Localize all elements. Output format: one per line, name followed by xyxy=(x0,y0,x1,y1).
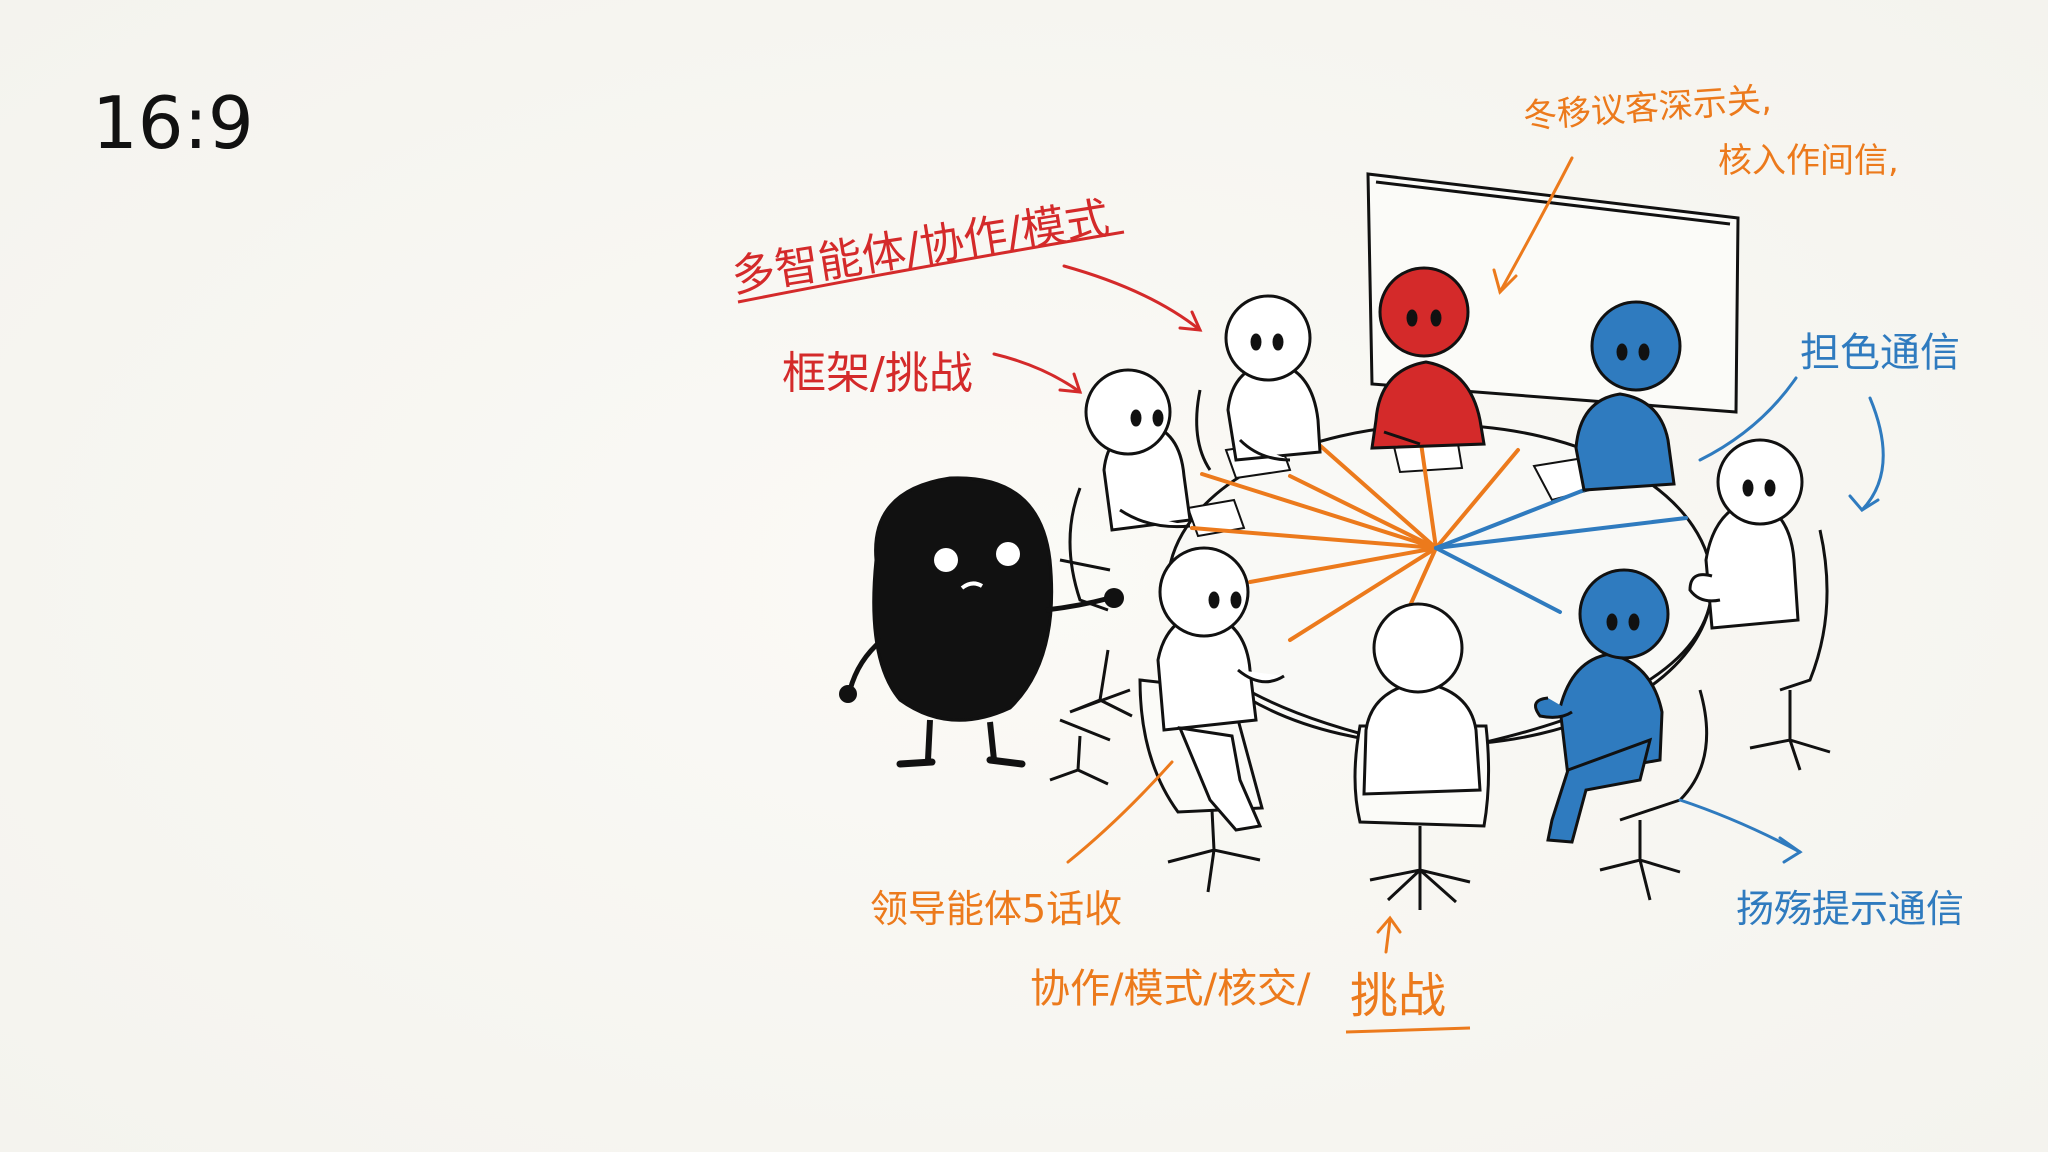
agent-red-leader xyxy=(1370,266,1486,450)
bottom-right-label: 扬殇提示通信 xyxy=(1736,887,1964,931)
agent-white-back-left xyxy=(1224,294,1322,462)
bottom-center-label: 协作/模式/核交/ xyxy=(1030,966,1311,1012)
top-right-label-line1: 冬移议客深示关, xyxy=(1522,80,1773,137)
agent-blue-bottom-right xyxy=(1534,568,1670,844)
black-narrator-character xyxy=(839,476,1124,768)
agent-white-right xyxy=(1688,438,1804,630)
framework-label: 框架/挑战 xyxy=(782,348,973,399)
title-label: 多智能体/协作/模式 xyxy=(728,193,1113,303)
aspect-ratio-label: 16:9 xyxy=(92,81,254,165)
bottom-center-challenge-label: 挑战 xyxy=(1350,968,1446,1024)
annotation-arrows xyxy=(992,156,1885,954)
right-comm-label: 担色通信 xyxy=(1800,330,1960,376)
top-right-label-line2: 核入作间信, xyxy=(1718,141,1899,181)
challenge-underline xyxy=(1345,1026,1471,1034)
agent-white-bottom-center xyxy=(1362,602,1482,796)
agent-white-bottom-left xyxy=(1156,546,1285,832)
agent-blue-top-right xyxy=(1574,300,1682,492)
bottom-left-label: 领导能体5话收 xyxy=(870,887,1122,931)
title-underline xyxy=(737,230,1125,304)
agent-white-left xyxy=(1084,368,1192,532)
